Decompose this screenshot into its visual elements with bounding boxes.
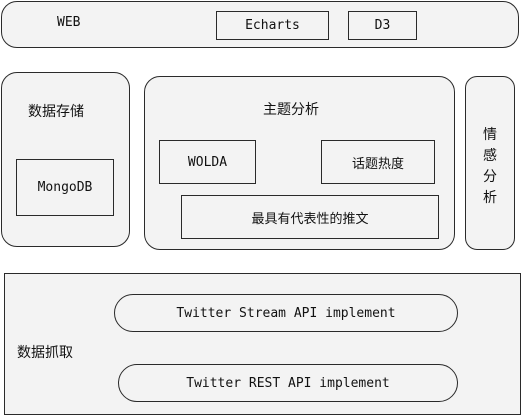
representative-tweets-box: 最具有代表性的推文: [181, 195, 439, 239]
wolda-box: WOLDA: [159, 140, 256, 184]
topic-analysis-title: 主题分析: [263, 102, 319, 118]
data-crawl-box: 数据抓取 Twitter Stream API implement Twitte…: [4, 273, 521, 415]
web-layer-title: WEB: [57, 15, 81, 30]
topic-analysis-box: 主题分析 WOLDA 话题热度 最具有代表性的推文: [144, 76, 455, 250]
twitter-rest-api-box: Twitter REST API implement: [118, 364, 458, 402]
echarts-box: Echarts: [216, 11, 329, 40]
sentiment-analysis-box: 情感分析: [465, 76, 515, 250]
topic-hotness-box: 话题热度: [321, 140, 435, 184]
data-crawl-title: 数据抓取: [17, 345, 73, 361]
twitter-stream-api-box: Twitter Stream API implement: [114, 294, 458, 332]
d3-box: D3: [348, 11, 417, 40]
storage-title: 数据存储: [28, 104, 84, 120]
mongodb-box: MongoDB: [16, 159, 114, 216]
web-layer-box: WEB Echarts D3: [1, 1, 519, 48]
sentiment-analysis-title: 情感分析: [483, 127, 497, 206]
storage-box: 数据存储 MongoDB: [1, 72, 130, 247]
